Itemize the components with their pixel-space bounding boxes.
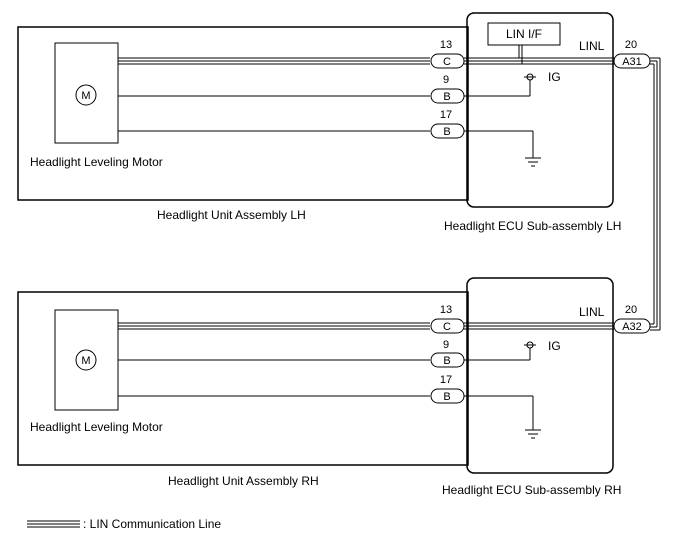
- rh-motor-symbol-icon: [75, 349, 97, 371]
- lh-section: M Headlight Leveling Motor LIN I/F LINL …: [17, 12, 651, 233]
- rh-motor-symbol: M: [81, 355, 90, 367]
- rh-ecu-label: Headlight ECU Sub-assembly RH: [442, 483, 621, 497]
- svg-text:B: B: [443, 126, 450, 138]
- svg-text:9: 9: [443, 339, 449, 351]
- svg-text:B: B: [443, 91, 450, 103]
- legend-label: : LIN Communication Line: [83, 517, 221, 531]
- rh-unit-assembly-box: [17, 291, 469, 466]
- lh-lin-if-label: LIN I/F: [506, 27, 542, 41]
- svg-text:17: 17: [440, 374, 452, 386]
- lh-pin-20: 20 A31: [613, 39, 651, 69]
- lh-pin-17: 17 B: [430, 109, 465, 139]
- lh-ig-label: IG: [548, 70, 561, 84]
- rh-pin-13: 13 C: [430, 304, 465, 334]
- lh-motor-box: [54, 42, 119, 144]
- svg-text:C: C: [443, 56, 451, 68]
- lh-linl-label: LINL: [579, 39, 605, 53]
- svg-text:C: C: [443, 321, 451, 333]
- svg-text:A32: A32: [622, 321, 642, 333]
- rh-ground-icon: [525, 429, 541, 439]
- lh-ecu-box: [466, 12, 614, 208]
- lh-unit-label: Headlight Unit Assembly LH: [157, 208, 306, 222]
- rh-ecu-box: [466, 277, 614, 474]
- svg-text:9: 9: [443, 74, 449, 86]
- rh-unit-label: Headlight Unit Assembly RH: [168, 474, 319, 488]
- rh-motor-label: Headlight Leveling Motor: [30, 420, 163, 434]
- lh-lin-if-box: [487, 22, 561, 46]
- lh-motor-symbol: M: [81, 90, 90, 102]
- svg-text:20: 20: [625, 39, 637, 51]
- svg-text:A31: A31: [622, 56, 642, 68]
- rh-section: M Headlight Leveling Motor LINL IG 13: [17, 277, 651, 497]
- lh-motor-label: Headlight Leveling Motor: [30, 155, 163, 169]
- svg-text:17: 17: [440, 109, 452, 121]
- svg-text:13: 13: [440, 39, 452, 51]
- lh-ecu-label: Headlight ECU Sub-assembly LH: [444, 219, 621, 233]
- rh-ig-label: IG: [548, 339, 561, 353]
- svg-text:B: B: [443, 355, 450, 367]
- legend-lin-line-icon: [27, 520, 80, 528]
- svg-text:13: 13: [440, 304, 452, 316]
- rh-linl-label: LINL: [579, 305, 605, 319]
- lin-link-line: [650, 57, 661, 331]
- rh-lin-line: [118, 322, 614, 330]
- lh-pin-13: 13 C: [430, 39, 465, 69]
- lh-pin-9: 9 B: [430, 74, 465, 104]
- lh-ground-icon: [525, 157, 541, 167]
- legend: : LIN Communication Line: [27, 517, 221, 531]
- svg-text:B: B: [443, 391, 450, 403]
- rh-pin-17: 17 B: [430, 374, 465, 404]
- lh-unit-assembly-box: [17, 26, 469, 201]
- lh-motor-symbol-icon: [75, 84, 97, 106]
- rh-pin-9: 9 B: [430, 339, 465, 368]
- svg-text:20: 20: [625, 304, 637, 316]
- rh-pin-20: 20 A32: [613, 304, 651, 334]
- lh-lin-line: [118, 45, 620, 65]
